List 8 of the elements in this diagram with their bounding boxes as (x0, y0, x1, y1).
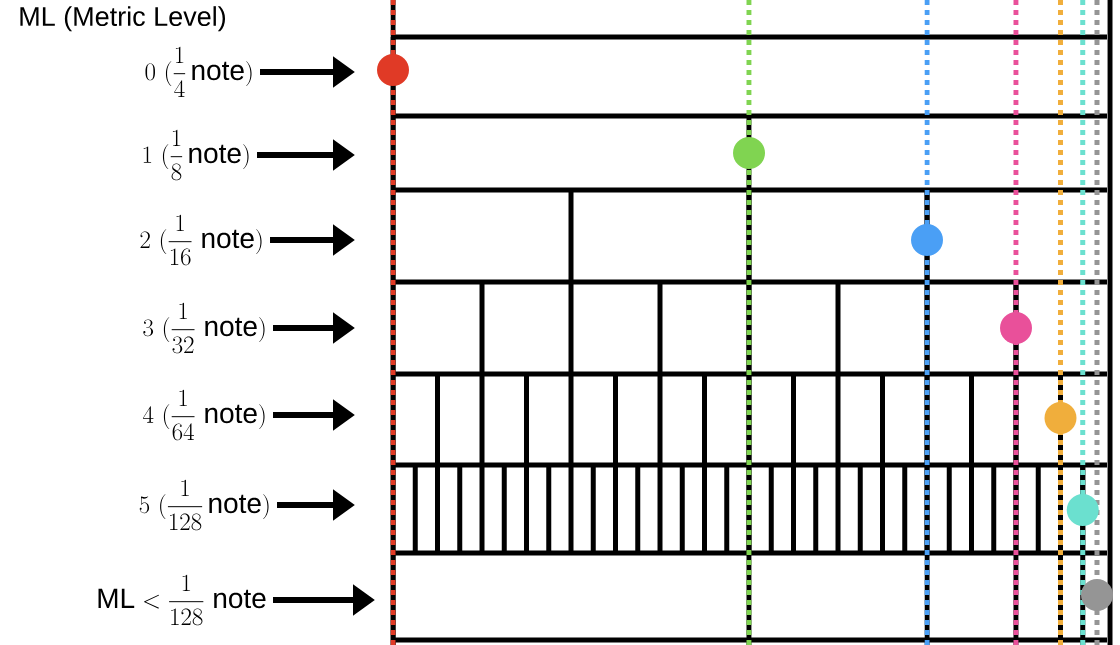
level-label: $1\ (\frac{1}{8}\,\mathrm{note})$ (143, 129, 249, 181)
level-label: $4\ (\frac{1}{64}\ \mathrm{note})$ (143, 389, 265, 441)
level-label: $0\ (\frac{1}{4}\,\mathrm{note})$ (145, 46, 252, 97)
level-label: $\mathrm{ML} < \frac{1}{128}\ \mathrm{note}$ (98, 574, 266, 626)
level-label: $2\ (\frac{1}{16}\ \mathrm{note})$ (140, 214, 262, 266)
level-label: $3\ (\frac{1}{32}\ \mathrm{note})$ (143, 302, 265, 354)
title: ML (Metric Level) (20, 6, 226, 32)
level-label: $5\ (\frac{1}{128}\,\mathrm{note})$ (139, 479, 269, 531)
